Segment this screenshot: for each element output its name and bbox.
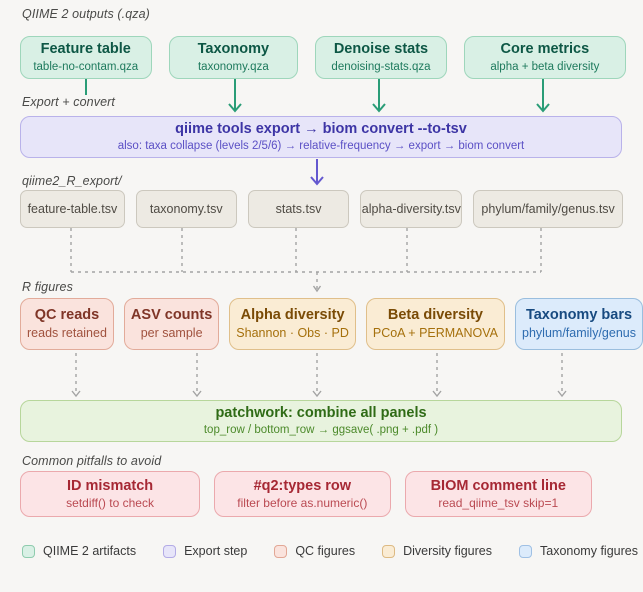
legend-item-taxonomy: Taxonomy figures — [519, 544, 638, 558]
arrowhead-tsv-to-figures — [312, 285, 322, 293]
connector-tsv-to-figures — [70, 228, 542, 289]
pitfall-subtitle: setdiff() to check — [66, 495, 154, 510]
export-step-box: qiime tools export → biom convert --to-t… — [20, 116, 622, 158]
figure-title: Taxonomy bars — [525, 307, 633, 324]
artifact-title: Feature table — [40, 41, 131, 58]
combine-box: patchwork: combine all panels top_row / … — [20, 400, 622, 442]
section-label-export-dir: qiime2_R_export/ — [22, 174, 122, 188]
pitfall-title: #q2:types row — [253, 477, 352, 494]
legend-swatch-taxonomy-icon — [519, 544, 532, 558]
figure-title: ASV counts — [130, 307, 213, 324]
pitfall-id-mismatch: ID mismatch setdiff() to check — [20, 471, 201, 517]
legend-label: QC figures — [295, 544, 356, 558]
tsv-feature-table: feature-table.tsv — [20, 190, 125, 228]
figure-asv-counts: ASV counts per sample — [123, 298, 220, 350]
artifact-title: Denoise stats — [333, 41, 429, 58]
figure-subtitle: PCoA + PERMANOVA — [372, 326, 499, 341]
figure-qc-reads: QC reads reads retained — [20, 298, 114, 350]
tsv-taxonomy: taxonomy.tsv — [135, 190, 237, 228]
legend-item-diversity: Diversity figures — [382, 544, 492, 558]
legend-swatch-export-icon — [163, 544, 177, 558]
legend-swatch-diversity-icon — [382, 544, 396, 558]
tsv-alpha-diversity: alpha-diversity.tsv — [360, 190, 463, 228]
legend-item-export: Export step — [163, 544, 247, 558]
legend-label: Diversity figures — [403, 544, 492, 558]
pitfall-subtitle: filter before as.numeric() — [237, 495, 368, 510]
pitfall-title: BIOM comment line — [430, 477, 566, 494]
artifact-subtitle: alpha + beta diversity — [490, 60, 600, 73]
artifact-core-metrics: Core metrics alpha + beta diversity — [463, 36, 626, 79]
pitfall-title: ID mismatch — [66, 477, 154, 494]
figure-title: Alpha diversity — [240, 307, 345, 324]
artifact-title: Core metrics — [500, 41, 590, 58]
figure-title: QC reads — [34, 307, 100, 324]
figure-title: Beta diversity — [387, 307, 483, 324]
connector-export-to-tsv — [310, 159, 324, 186]
figure-subtitle: Shannon · Obs · PD — [236, 326, 349, 341]
pitfall-biom-comment-line: BIOM comment line read_qiime_tsv skip=1 — [404, 471, 592, 517]
figure-alpha-diversity: Alpha diversity Shannon · Obs · PD — [229, 298, 356, 350]
legend: QIIME 2 artifacts Export step QC figures… — [22, 544, 638, 558]
pitfall-q2-types-row: #q2:types row filter before as.numeric() — [214, 471, 391, 517]
artifact-title: Taxonomy — [197, 41, 270, 58]
pitfall-subtitle: read_qiime_tsv skip=1 — [438, 495, 559, 510]
artifact-taxonomy: Taxonomy taxonomy.qza — [168, 36, 299, 79]
artifact-subtitle: denoising-stats.qza — [331, 60, 431, 73]
artifact-subtitle: taxonomy.qza — [197, 60, 269, 73]
export-step-subtitle: also: taxa collapse (levels 2/5/6) → rel… — [117, 140, 525, 153]
figures-row: QC reads reads retained ASV counts per s… — [20, 298, 643, 350]
artifact-denoise-stats: Denoise stats denoising-stats.qza — [315, 36, 447, 79]
section-label-export: Export + convert — [22, 95, 115, 109]
legend-item-qc: QC figures — [274, 544, 355, 558]
tsv-row: feature-table.tsv taxonomy.tsv stats.tsv… — [20, 190, 623, 228]
export-step-title: qiime tools export → biom convert --to-t… — [175, 120, 467, 137]
legend-item-artifacts: QIIME 2 artifacts — [22, 544, 136, 558]
figure-subtitle: per sample — [140, 326, 203, 341]
section-label-pitfalls: Common pitfalls to avoid — [22, 454, 162, 468]
combine-title: patchwork: combine all panels — [215, 404, 427, 421]
legend-label: QIIME 2 artifacts — [43, 544, 137, 558]
connector-figures-to-combine — [71, 353, 567, 398]
figure-subtitle: reads retained — [27, 326, 107, 341]
pitfalls-row: ID mismatch setdiff() to check #q2:types… — [20, 471, 592, 517]
artifacts-row: Feature table table-no-contam.qza Taxono… — [20, 36, 626, 79]
figure-beta-diversity: Beta diversity PCoA + PERMANOVA — [365, 298, 506, 350]
figure-subtitle: phylum/family/genus — [522, 326, 636, 341]
legend-swatch-artifacts-icon — [22, 544, 35, 558]
artifact-feature-table: Feature table table-no-contam.qza — [20, 36, 152, 79]
legend-swatch-qc-icon — [274, 544, 288, 558]
legend-label: Taxonomy figures — [540, 544, 638, 558]
section-label-outputs: QIIME 2 outputs (.qza) — [22, 7, 150, 21]
connector-artifacts-to-export — [85, 79, 550, 113]
tsv-stats: stats.tsv — [247, 190, 350, 228]
tsv-phylum-family-genus: phylum/family/genus.tsv — [473, 190, 623, 228]
artifact-subtitle: table-no-contam.qza — [33, 60, 139, 73]
figure-taxonomy-bars: Taxonomy bars phylum/family/genus — [515, 298, 643, 350]
legend-label: Export step — [184, 544, 248, 558]
section-label-figures: R figures — [22, 280, 73, 294]
combine-subtitle: top_row / bottom_row → ggsave( .png + .p… — [203, 424, 439, 437]
